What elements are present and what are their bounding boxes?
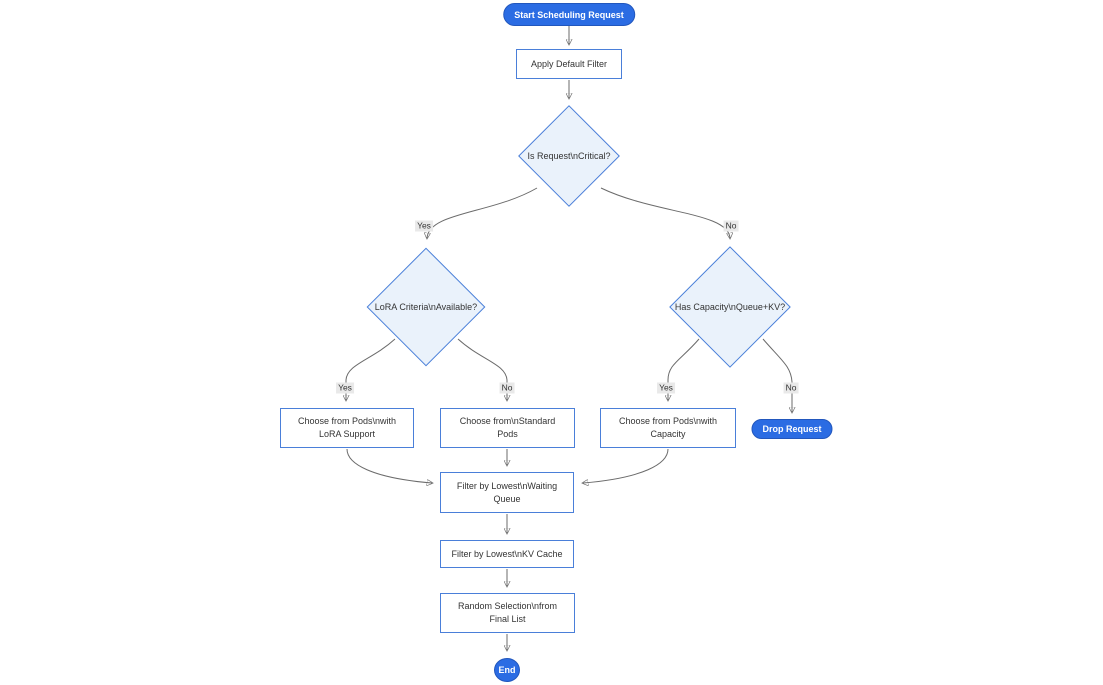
node-choose-standard-pods: Choose from\nStandard Pods xyxy=(440,408,575,448)
node-label: LoRA Criteria\nAvailable? xyxy=(374,302,478,312)
node-apply-default-filter: Apply Default Filter xyxy=(516,49,622,79)
edge-label-critical-yes: Yes xyxy=(415,220,433,232)
edge-label-capacity-yes: Yes xyxy=(657,382,675,394)
node-label-line: Final List xyxy=(489,614,526,624)
node-label: Apply Default Filter xyxy=(530,58,608,69)
node-label: Is Request\nCritical? xyxy=(527,151,611,161)
node-label-line: Choose from Pods\nwith xyxy=(618,416,718,426)
edge-capacity-no xyxy=(762,338,792,412)
edge-chooselora-to-filterwaiting xyxy=(346,448,432,483)
edge-label-lora-no: No xyxy=(499,382,515,394)
node-choose-capacity-pods: Choose from Pods\nwith Capacity xyxy=(600,408,736,448)
node-drop-request: Drop Request xyxy=(751,419,833,439)
node-label-line: Random Selection\nfrom xyxy=(457,601,558,611)
edge-label-capacity-no: No xyxy=(783,382,799,394)
edge-critical-no xyxy=(600,187,730,238)
node-label-line: Capacity xyxy=(650,429,686,439)
node-choose-lora-pods: Choose from Pods\nwith LoRA Support xyxy=(280,408,414,448)
edge-label-critical-no: No xyxy=(723,220,739,232)
edge-lora-yes xyxy=(346,338,396,400)
node-label-line: Pods xyxy=(497,429,518,439)
node-end: End xyxy=(494,658,520,682)
node-label-line: Queue xyxy=(493,493,521,504)
node-label: Filter by Lowest\nKV Cache xyxy=(451,548,563,559)
node-label-line: LoRA Support xyxy=(318,429,376,439)
edge-capacity-yes xyxy=(668,338,700,400)
node-label: Has Capacity\nQueue+KV? xyxy=(674,302,786,312)
node-filter-waiting-queue: Filter by Lowest\nWaiting Queue xyxy=(440,472,574,513)
node-start: Start Scheduling Request xyxy=(503,3,635,26)
edge-choosecapacity-to-filterwaiting xyxy=(583,448,669,483)
edge-lora-no xyxy=(457,338,507,400)
edge-critical-yes xyxy=(427,187,538,238)
node-random-selection: Random Selection\nfrom Final List xyxy=(440,593,575,633)
node-label-line: Choose from\nStandard xyxy=(459,416,556,426)
edge-label-lora-yes: Yes xyxy=(336,382,354,394)
node-filter-kv-cache: Filter by Lowest\nKV Cache xyxy=(440,540,574,568)
node-label-line: Choose from Pods\nwith xyxy=(297,416,397,426)
node-label-line: Filter by Lowest\nWaiting xyxy=(456,480,558,491)
